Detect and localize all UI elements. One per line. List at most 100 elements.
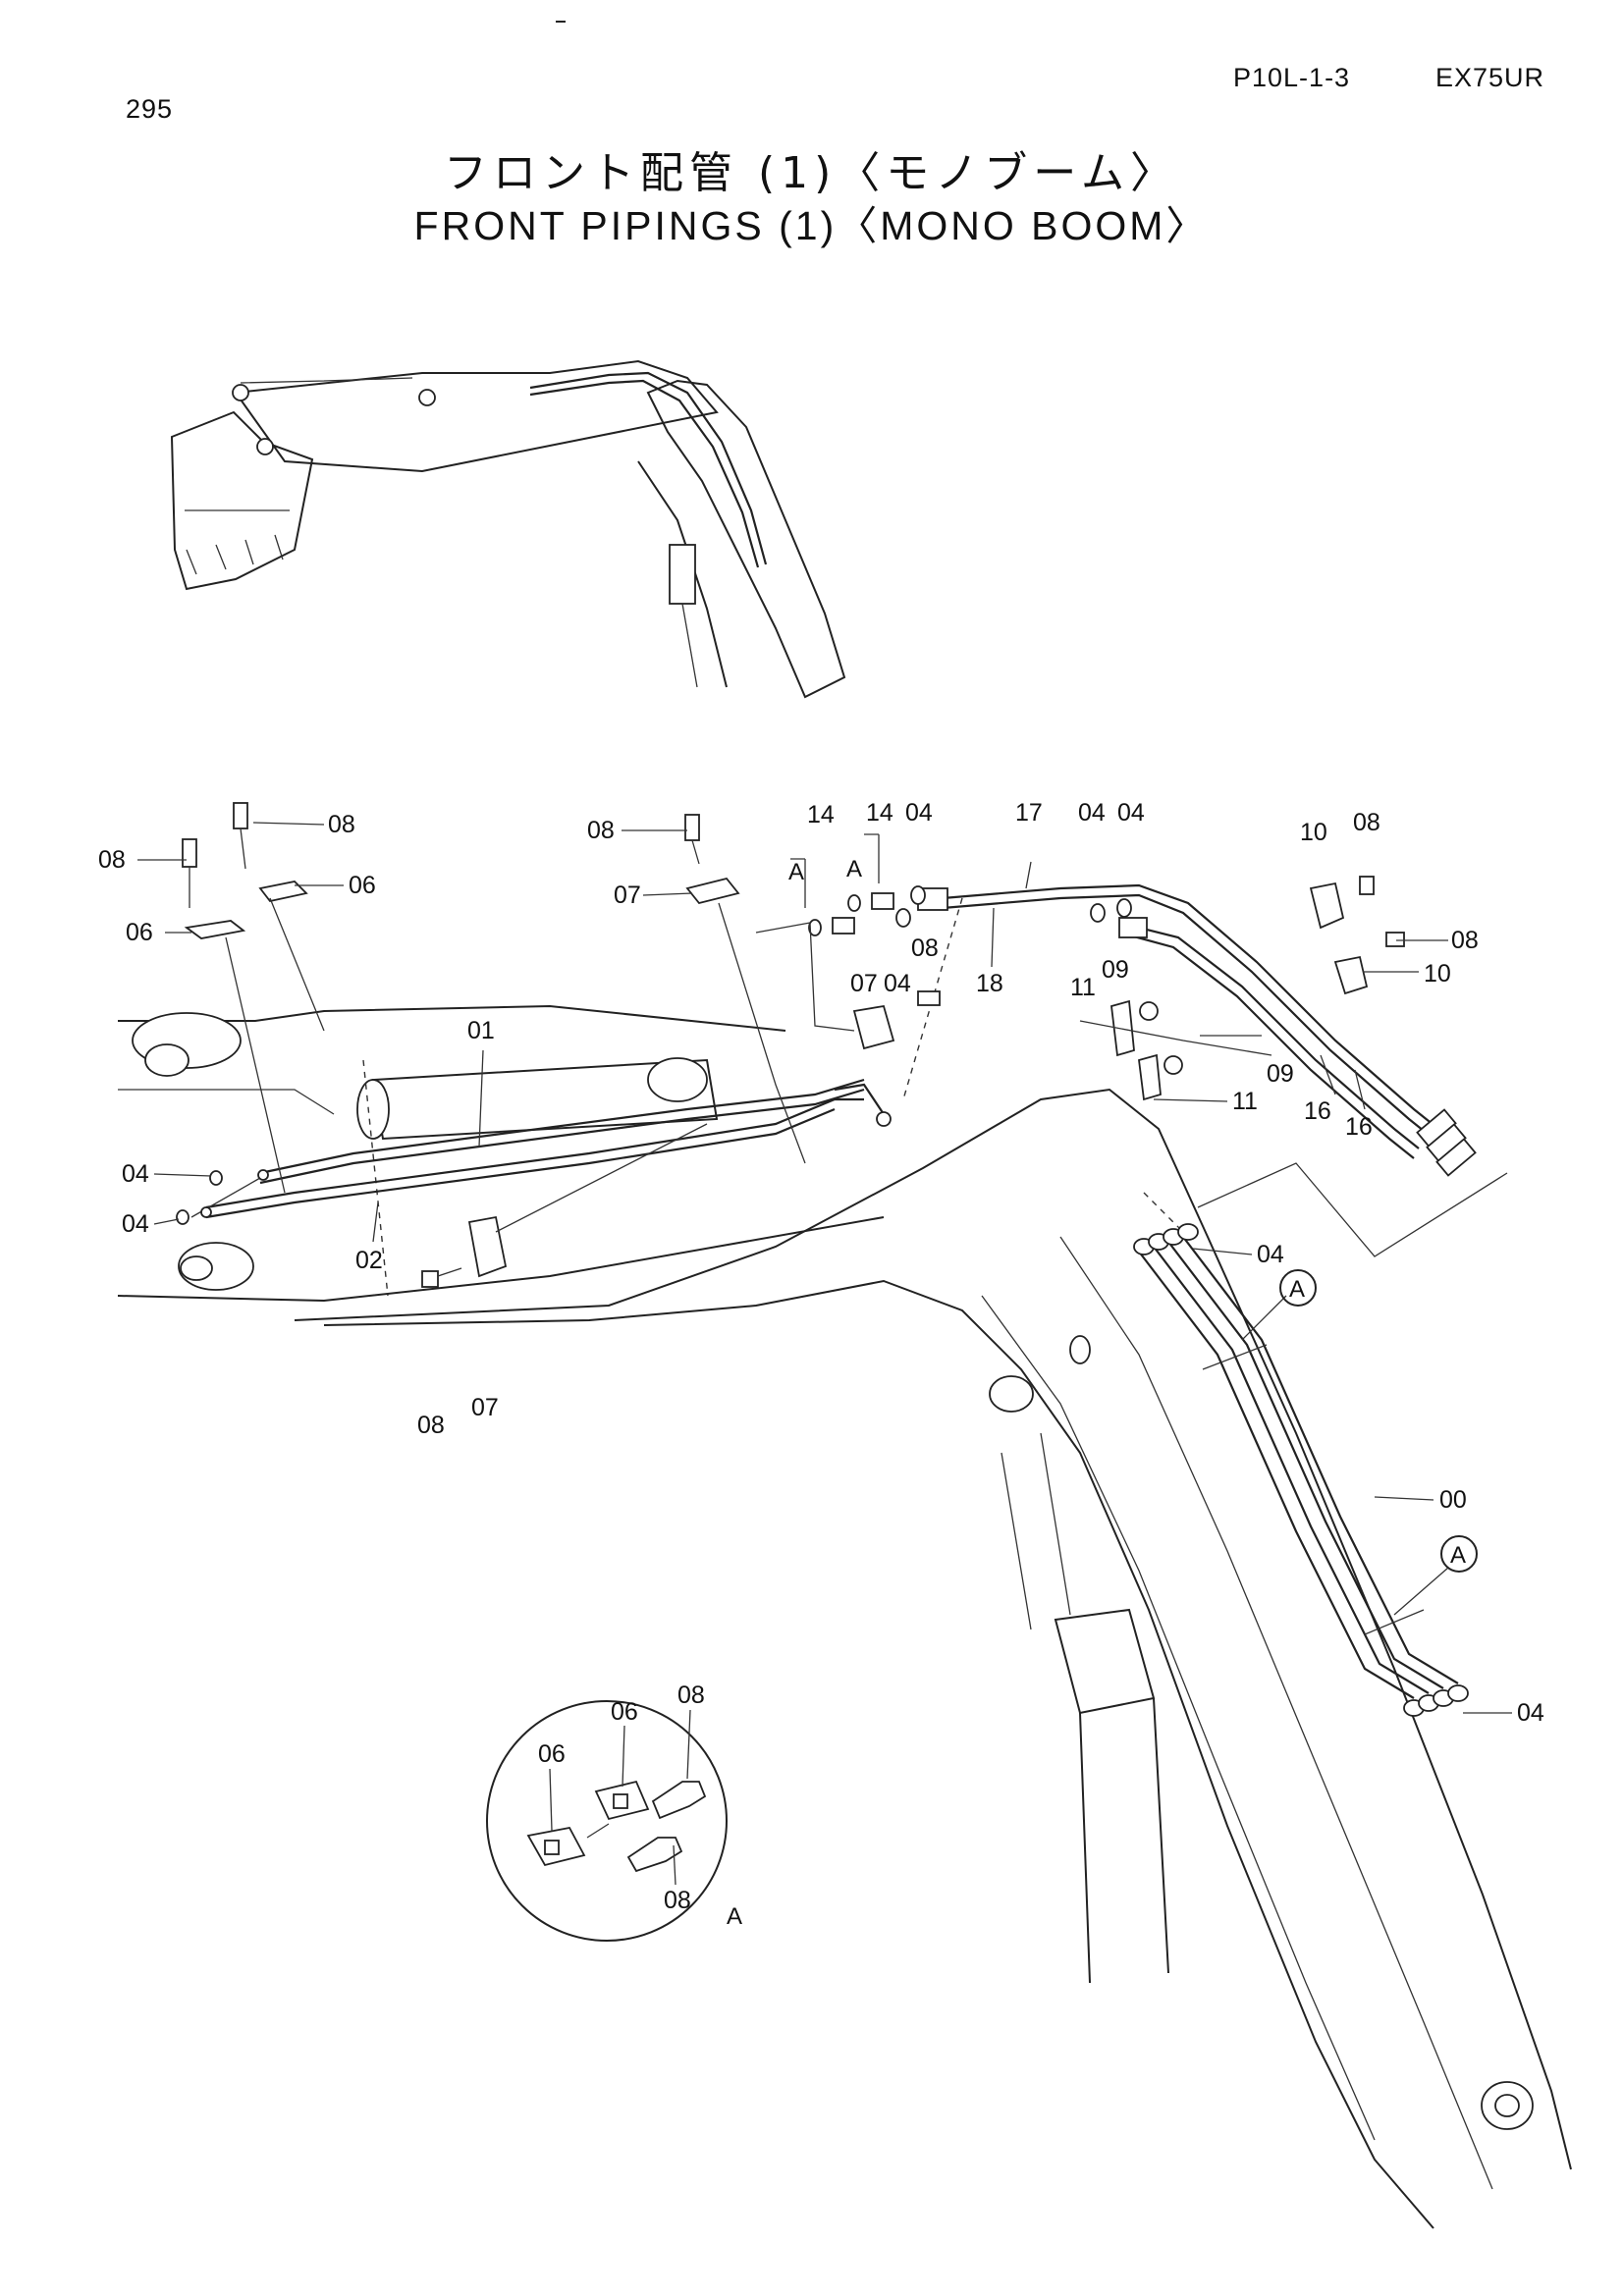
pipe-02-b bbox=[205, 1107, 836, 1219]
label-08: 08 bbox=[417, 1412, 445, 1439]
oring-04-b bbox=[847, 894, 861, 912]
label-06: 06 bbox=[126, 919, 153, 946]
label-00: 00 bbox=[1439, 1486, 1467, 1514]
washer-09-lower bbox=[1163, 1055, 1183, 1075]
clamp-06-leaders bbox=[225, 897, 325, 1194]
boom-cylinder-body bbox=[1079, 1697, 1169, 1984]
hose-16-b bbox=[1118, 931, 1415, 1159]
clamp-07-right bbox=[852, 1004, 895, 1050]
plate-10-lower bbox=[1333, 955, 1369, 995]
label-16: 16 bbox=[1304, 1097, 1331, 1125]
label-04: 04 bbox=[1117, 799, 1145, 827]
clamp-07-lower bbox=[467, 1215, 508, 1278]
detail-a-caption: A bbox=[727, 1903, 742, 1930]
label-10: 10 bbox=[1424, 960, 1451, 988]
hose-00-end-4 bbox=[1447, 1684, 1469, 1702]
small-parts bbox=[176, 802, 1405, 1288]
boom-side-line-2 bbox=[1059, 1236, 1493, 2190]
leader-detail-08-lower bbox=[673, 1844, 676, 1886]
pipe-bend-fitting bbox=[876, 1111, 892, 1127]
plate-11-leader bbox=[1079, 1020, 1272, 1056]
label-08: 08 bbox=[587, 817, 615, 844]
callout-a-upper: A bbox=[1289, 1276, 1305, 1303]
hose-18 bbox=[942, 893, 1434, 1140]
arm-cylinder-upper bbox=[118, 1089, 335, 1115]
leader-02 bbox=[372, 1201, 379, 1243]
boom-assembly bbox=[117, 897, 1572, 2229]
leader-18 bbox=[991, 907, 995, 968]
arm-pin bbox=[144, 1043, 189, 1077]
clamp-06-right bbox=[258, 881, 308, 902]
boom-hole bbox=[1069, 1335, 1091, 1364]
boom-top-edge bbox=[294, 1088, 1572, 2170]
clamp-07-leader bbox=[718, 902, 806, 1164]
label-14: 14 bbox=[807, 801, 835, 828]
detail-a-clamp-06-right-hole bbox=[613, 1793, 628, 1809]
bolt-08-middle-shank bbox=[691, 839, 700, 865]
bolt-08-middle bbox=[684, 814, 700, 841]
clamp-07-lower-leader bbox=[495, 1123, 708, 1233]
arm-foot-pin bbox=[180, 1255, 213, 1281]
label-11: 11 bbox=[1232, 1088, 1258, 1115]
oring-04-d bbox=[895, 908, 911, 928]
pipe-bend bbox=[834, 1083, 885, 1115]
label-07: 07 bbox=[850, 970, 878, 997]
label-06: 06 bbox=[538, 1740, 566, 1768]
label-04: 04 bbox=[1078, 799, 1106, 827]
overview-bucket-teeth bbox=[186, 534, 284, 575]
labels: 08 08 06 06 08 07 01 04 04 02 08 07 14 1… bbox=[98, 799, 1544, 1914]
oring-04-g bbox=[209, 1170, 223, 1186]
callout-a-circle-upper bbox=[1279, 1269, 1317, 1307]
fitting-14-a bbox=[832, 917, 855, 934]
boom-foot-boss-inner bbox=[1494, 2094, 1520, 2117]
overview-boom-cylinder bbox=[669, 544, 696, 605]
overview-hose-bundle bbox=[529, 371, 768, 565]
hose-00-4 bbox=[1182, 1236, 1459, 1684]
oring-04-e bbox=[1090, 903, 1106, 923]
overview-hose-bundle-2 bbox=[529, 379, 760, 568]
leader-00 bbox=[1374, 1496, 1434, 1501]
arm-cylinder-end bbox=[356, 1079, 390, 1140]
leader-07-top bbox=[642, 892, 693, 896]
label-08: 08 bbox=[98, 846, 126, 874]
boom-side-line bbox=[981, 1295, 1376, 2141]
overview-pin-3 bbox=[418, 389, 436, 406]
label-08: 08 bbox=[328, 811, 355, 838]
page-number: 295 bbox=[126, 94, 174, 124]
oring-04-c bbox=[910, 885, 926, 905]
overview-pin-2 bbox=[256, 438, 274, 455]
leader-11-lower bbox=[1153, 1098, 1228, 1102]
boom-foot-pin bbox=[989, 1375, 1034, 1413]
label-06: 06 bbox=[611, 1698, 638, 1726]
callout-a-lower: A bbox=[1450, 1542, 1466, 1569]
label-10: 10 bbox=[1300, 819, 1327, 846]
plate-11-lower bbox=[1138, 1053, 1162, 1101]
label-02: 02 bbox=[355, 1247, 383, 1274]
oring-04-a bbox=[808, 919, 822, 936]
bolt-08-lower-head bbox=[421, 1270, 439, 1288]
arm-cylinder-head bbox=[647, 1057, 708, 1102]
hose-00-fitting-4 bbox=[1177, 1223, 1199, 1241]
label-04: 04 bbox=[122, 1210, 149, 1238]
leader-01 bbox=[478, 1049, 484, 1148]
bolt-08-right bbox=[917, 990, 941, 1006]
label-04: 04 bbox=[905, 799, 933, 827]
bolt-08-upper bbox=[233, 802, 248, 829]
detail-a-clamp-06-left-hole bbox=[544, 1840, 560, 1855]
leader-04-a bbox=[153, 1173, 212, 1177]
overview-arm-cylinder bbox=[240, 377, 413, 384]
label-08: 08 bbox=[911, 934, 939, 962]
label-11: 11 bbox=[1070, 974, 1096, 1001]
label-04: 04 bbox=[1257, 1241, 1284, 1268]
leader-04-right-top bbox=[1192, 1248, 1253, 1255]
leader-a-upper bbox=[1241, 1295, 1287, 1341]
leader-08-top bbox=[252, 822, 325, 826]
leader-lines bbox=[137, 822, 1512, 1714]
label-17: 17 bbox=[1015, 799, 1043, 827]
hose-end-3 bbox=[1435, 1138, 1477, 1177]
document-code: P10L-1-3 bbox=[1233, 63, 1351, 92]
plate-10-upper bbox=[1309, 881, 1345, 930]
clamp-06-left bbox=[184, 920, 246, 939]
title-japanese: フロント配管 (1)〈モノブーム〉 bbox=[444, 148, 1179, 198]
overview-boom-cylinder-rod bbox=[681, 603, 698, 688]
